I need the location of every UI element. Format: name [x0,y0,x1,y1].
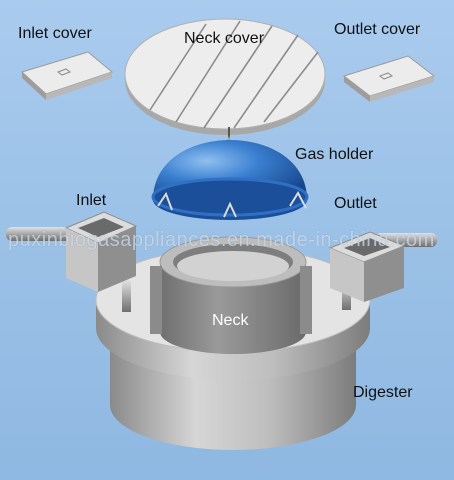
inlet-structure [6,211,138,312]
label-inlet-cover: Inlet cover [18,25,92,42]
label-digester: Digester [353,384,413,401]
label-gas-holder: Gas holder [295,146,374,163]
label-outlet: Outlet [334,195,377,212]
neck [150,236,312,354]
label-inlet: Inlet [76,192,107,209]
label-neck: Neck [212,312,249,329]
outlet-structure [328,231,437,310]
neck-cover [124,18,326,135]
outlet-cover [342,55,436,102]
label-neck-cover: Neck cover [184,30,265,47]
gas-holder [151,127,309,220]
watermark-text: puxinbiogasappliances.en.made-in-china.c… [8,229,435,251]
inlet-cover [21,51,114,100]
label-outlet-cover: Outlet cover [334,21,421,38]
